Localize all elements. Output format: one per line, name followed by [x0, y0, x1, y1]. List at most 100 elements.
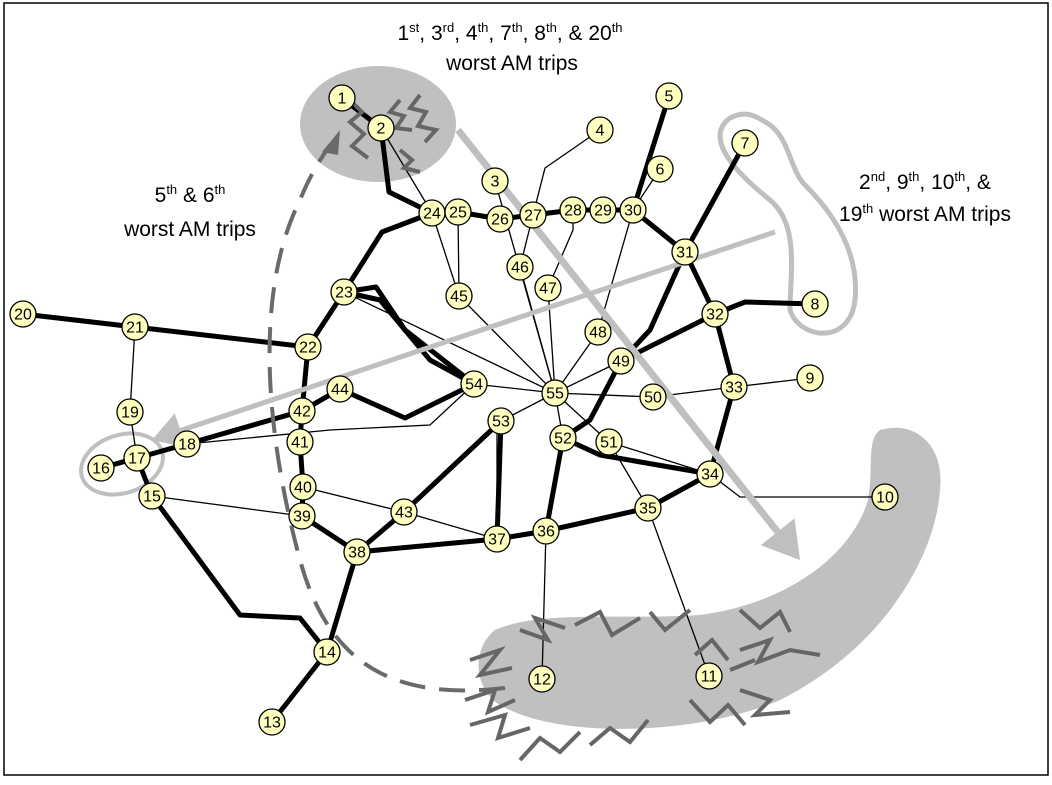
ordinal-number: 9	[897, 171, 909, 194]
node-circle	[595, 428, 623, 456]
node-label: 33	[725, 380, 743, 397]
node-label: 32	[706, 307, 724, 324]
node-24: 24	[418, 199, 446, 227]
congestion-zigzag	[519, 614, 566, 644]
node-circle	[801, 290, 829, 318]
ordinal-suffix: th	[612, 20, 623, 35]
ordinal-suffix: th	[862, 201, 873, 216]
annotation-left-line2: worst AM trips	[123, 218, 256, 241]
node-label: 45	[450, 289, 468, 306]
node-label: 17	[128, 451, 146, 468]
node-label: 54	[465, 377, 483, 394]
ordinal-suffix: th	[478, 20, 489, 35]
ordinal-suffix: nd	[871, 169, 885, 184]
node-circle	[313, 638, 341, 666]
ordinal-separator: worst AM trips	[873, 203, 1011, 226]
node-label: 53	[492, 414, 510, 431]
node-label: 28	[564, 203, 582, 220]
node-circle	[330, 278, 358, 306]
node-21: 21	[121, 313, 149, 341]
node-circle	[696, 460, 724, 488]
node-label: 18	[178, 437, 196, 454]
congestion-zigzag	[588, 718, 650, 747]
highlight-bottom-right-region	[478, 427, 941, 729]
node-circle	[646, 155, 674, 183]
congestion-zigzag	[464, 686, 516, 716]
network-link	[341, 284, 477, 387]
ordinal-separator: ,	[488, 22, 500, 45]
node-label: 42	[293, 404, 311, 421]
node-label: 15	[143, 489, 161, 506]
node-51: 51	[595, 428, 623, 456]
ordinal-separator: , &	[965, 171, 991, 194]
node-circle	[288, 397, 316, 425]
congestion-zigzag	[729, 658, 756, 672]
node-label: 21	[126, 320, 144, 337]
node-15: 15	[138, 482, 166, 510]
node-label: 7	[741, 136, 750, 153]
node-circle	[483, 525, 511, 553]
node-25: 25	[444, 198, 472, 226]
node-circle	[460, 370, 488, 398]
network-link	[457, 211, 460, 297]
congestion-zigzag	[738, 608, 792, 633]
node-53: 53	[487, 407, 515, 435]
ordinal-separator: ,	[885, 171, 897, 194]
node-55: 55	[541, 379, 569, 407]
node-label: 35	[639, 501, 657, 518]
node-label: 46	[511, 260, 529, 277]
congestion-zigzags	[346, 93, 821, 762]
node-label: 22	[299, 340, 317, 357]
congestion-zigzag	[648, 608, 692, 633]
node-label: 5	[665, 89, 674, 106]
node-9: 9	[796, 364, 824, 392]
ordinal-number: 8	[534, 22, 546, 45]
node-label: 14	[318, 645, 336, 662]
node-circle	[138, 482, 166, 510]
node-circle	[121, 313, 149, 341]
node-label: 9	[806, 371, 815, 388]
ordinal-separator: ,	[419, 22, 431, 45]
node-label: 41	[291, 435, 309, 452]
node-27: 27	[519, 201, 547, 229]
node-circle	[519, 201, 547, 229]
node-label: 11	[701, 669, 718, 686]
node-5: 5	[655, 82, 683, 110]
congestion-zigzag	[469, 712, 531, 742]
node-label: 40	[294, 480, 312, 497]
node-circle	[288, 502, 316, 530]
node-42: 42	[288, 397, 316, 425]
node-circle	[486, 205, 514, 233]
ordinal-suffix: th	[546, 20, 557, 35]
network-link	[532, 129, 601, 216]
node-circle	[559, 196, 587, 224]
node-label: 38	[348, 545, 366, 562]
node-label: 48	[589, 325, 607, 342]
node-14: 14	[313, 638, 341, 666]
ordinal-separator: , &	[557, 22, 589, 45]
ordinal-number: 6	[203, 184, 215, 207]
node-label: 23	[335, 285, 353, 302]
dashed-return-arrow-head	[322, 130, 340, 155]
ordinal-suffix: th	[909, 169, 920, 184]
node-label: 1	[338, 91, 347, 108]
ordinal-suffix: th	[512, 20, 523, 35]
ordinal-suffix: th	[215, 182, 226, 197]
ordinal-suffix: th	[166, 182, 177, 197]
node-circle	[528, 665, 556, 693]
node-label: 50	[644, 390, 662, 407]
congestion-zigzag	[346, 98, 370, 160]
node-29: 29	[589, 196, 617, 224]
node-1: 1	[328, 84, 356, 112]
node-circle	[720, 373, 748, 401]
node-label: 44	[331, 382, 349, 399]
node-circle	[367, 114, 395, 142]
node-circle	[343, 538, 371, 566]
annotation-left-line1: 5th & 6th	[155, 182, 226, 207]
node-label: 13	[263, 715, 281, 732]
network-link	[431, 212, 460, 297]
node-6: 6	[646, 155, 674, 183]
node-38: 38	[343, 538, 371, 566]
ordinal-number: 10	[931, 171, 954, 194]
